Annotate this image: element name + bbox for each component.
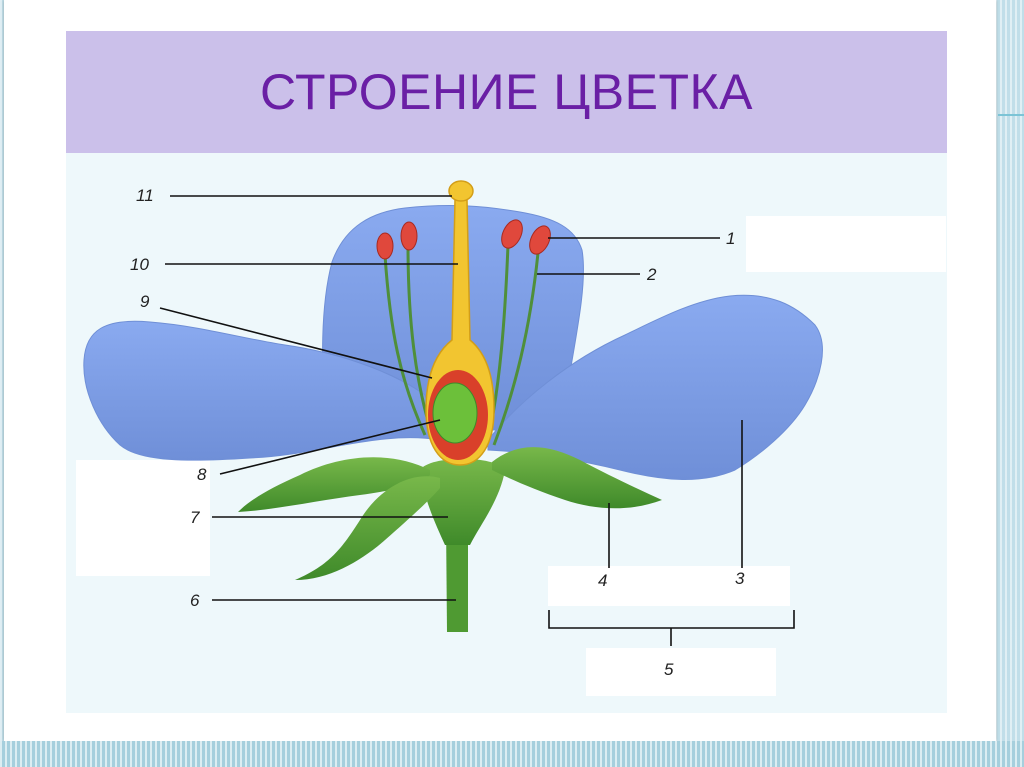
anther-4 — [529, 225, 551, 255]
accent-line — [998, 114, 1024, 116]
label-10: 10 — [130, 255, 149, 274]
label-8: 8 — [197, 465, 207, 484]
slide-title: СТРОЕНИЕ ЦВЕТКА — [260, 64, 753, 120]
anther-1 — [376, 232, 394, 260]
label-box-4-3 — [548, 566, 790, 606]
label-2: 2 — [646, 265, 657, 284]
filament-4 — [492, 252, 540, 446]
ovule — [432, 382, 478, 444]
label-box-left — [76, 460, 210, 576]
stigma — [448, 180, 474, 202]
label-5: 5 — [664, 660, 674, 679]
pointer-8 — [219, 419, 441, 475]
pointer-9 — [159, 307, 433, 379]
title-bar: СТРОЕНИЕ ЦВЕТКА — [66, 31, 947, 153]
label-3: 3 — [735, 569, 745, 588]
sepal-left-lower — [295, 476, 440, 580]
label-1: 1 — [726, 229, 735, 248]
bottom-band — [0, 741, 1024, 767]
anther-2 — [400, 221, 418, 251]
label-7: 7 — [190, 508, 200, 527]
anther-3 — [501, 219, 523, 249]
receptacle — [420, 458, 505, 545]
left-petal — [83, 320, 441, 461]
pointer-lines — [159, 195, 795, 646]
sepal-left-upper — [238, 457, 430, 512]
filament-1 — [383, 254, 427, 436]
label-11: 11 — [136, 186, 154, 205]
label-box-5 — [586, 648, 776, 696]
stem — [446, 520, 468, 632]
bracket-5 — [548, 610, 795, 629]
label-6: 6 — [190, 591, 200, 610]
label-box-right — [746, 216, 946, 272]
right-petal — [487, 294, 823, 480]
label-9: 9 — [140, 292, 150, 311]
label-4: 4 — [598, 571, 607, 590]
sepal-right — [492, 447, 662, 509]
